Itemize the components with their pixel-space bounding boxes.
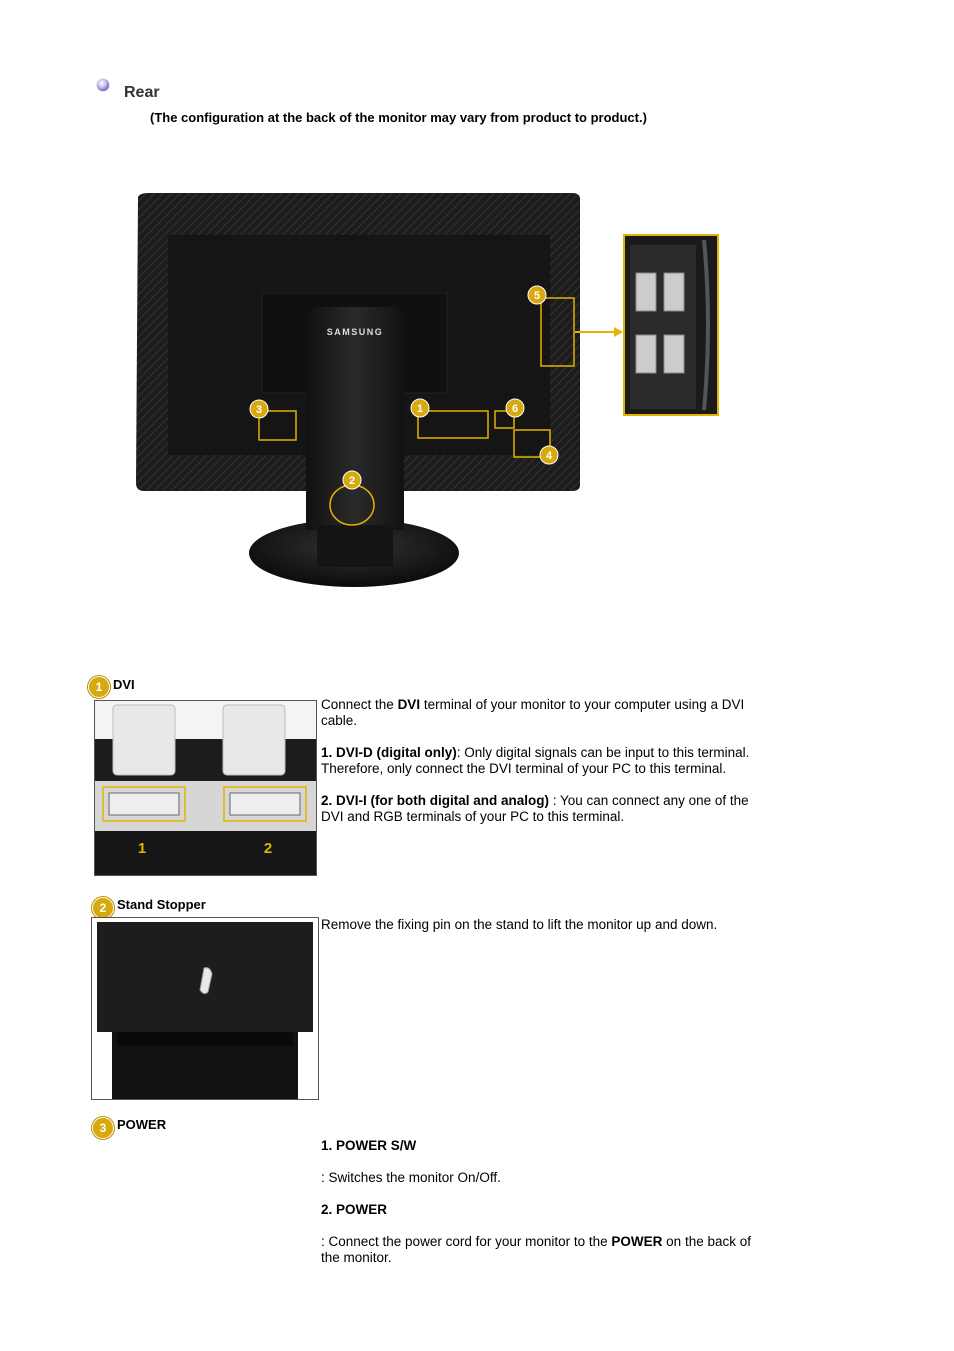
fixing-pin-icon	[199, 967, 213, 995]
dvi-desc-line: Connect the DVI terminal of your monitor…	[321, 697, 745, 728]
usb-ports-top	[635, 272, 685, 312]
callout-4: 4	[546, 450, 553, 462]
dvi-photo-label-1: 1	[138, 840, 146, 857]
power-terminal-title: 2. POWER	[321, 1202, 388, 1217]
configuration-note: (The configuration at the back of the mo…	[150, 110, 647, 125]
stand-neck	[306, 307, 404, 530]
dvi-i-desc-line: 2. DVI-I (for both digital and analog) :…	[321, 793, 749, 824]
dvi-d-desc-line: 1. DVI-D (digital only): Only digital si…	[321, 745, 750, 776]
usb-ports-bottom	[635, 334, 685, 374]
zoom-arrowhead	[614, 327, 623, 337]
brand-logo: SAMSUNG	[327, 327, 384, 337]
dvi-photo-label-2: 2	[264, 840, 272, 857]
power-switch-text: : Switches the monitor On/Off.	[321, 1170, 501, 1185]
power-switch-title: 1. POWER S/W	[321, 1138, 417, 1153]
stand-stopper-description: Remove the fixing pin on the stand to li…	[321, 917, 718, 932]
section-number-badge: 3	[92, 1117, 114, 1139]
bullet-icon	[97, 79, 109, 91]
section-title: Rear	[124, 84, 160, 101]
dvi-description: Connect the DVI terminal of your monitor…	[321, 697, 761, 841]
dvi-photo: 1 2	[94, 700, 317, 876]
callout-2: 2	[349, 475, 355, 487]
callout-3: 3	[256, 404, 262, 416]
usb-panel	[630, 245, 696, 409]
power-description: 1. POWER S/W : Switches the monitor On/O…	[321, 1138, 761, 1282]
highlight-power	[258, 410, 297, 441]
stand-stopper-photo	[91, 917, 319, 1100]
stand-stopper-label: Stand Stopper	[117, 897, 206, 912]
section-number-badge: 2	[92, 897, 114, 919]
highlight-port-6	[494, 410, 515, 429]
highlight-port-4	[513, 429, 551, 458]
power-label: POWER	[117, 1117, 167, 1132]
stand-column	[317, 525, 393, 567]
callout-5: 5	[534, 290, 540, 302]
power-terminal-text: : Connect the power cord for your monito…	[321, 1234, 751, 1265]
callout-6: 6	[512, 403, 518, 415]
highlight-usb	[540, 297, 575, 367]
inset-hatch-edge	[702, 239, 710, 411]
callout-1: 1	[417, 403, 423, 415]
highlight-dvi	[417, 410, 489, 439]
section-number-badge: 1	[88, 676, 110, 698]
monitor-rear-image: SAMSUNG 1 2 3 4 5 6	[136, 193, 719, 587]
dvi-label: DVI	[113, 677, 135, 692]
